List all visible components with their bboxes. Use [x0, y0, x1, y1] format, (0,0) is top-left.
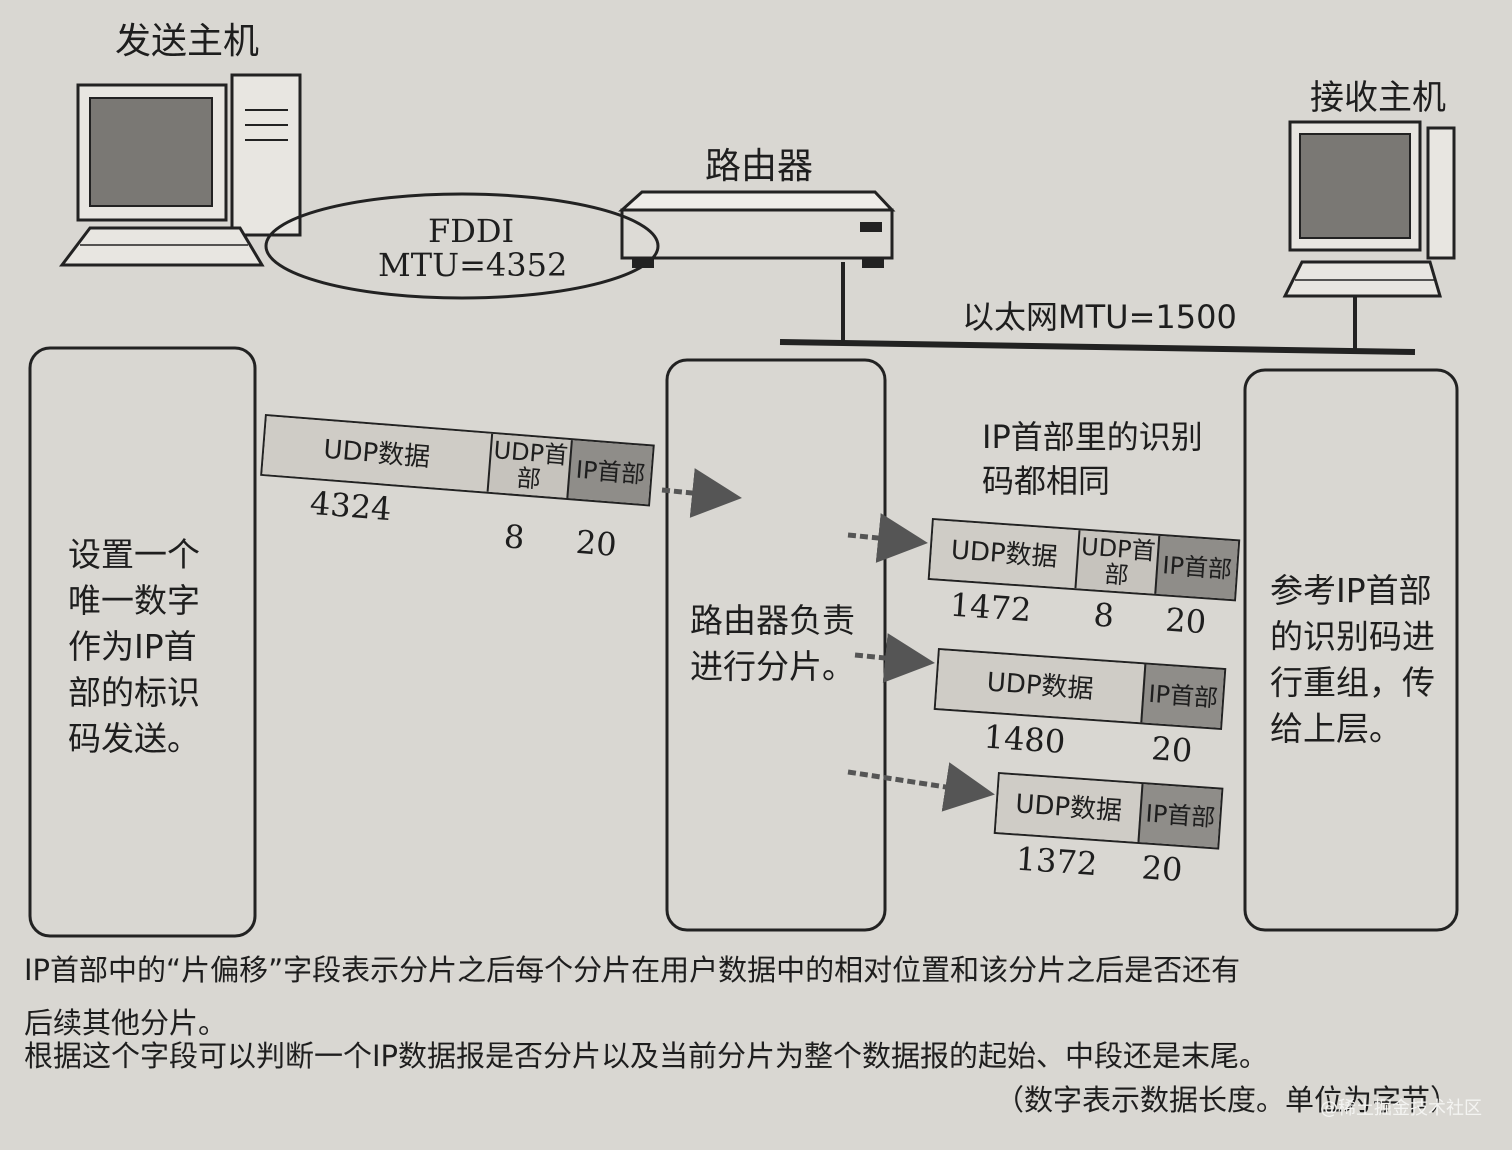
- receiver-computer-icon: [1282, 120, 1456, 298]
- packet-udp-header-field: UDP首部: [486, 433, 571, 498]
- fragment-3-data-field: UDP数据: [995, 774, 1142, 842]
- packet-udp-size: 8: [502, 517, 526, 557]
- caption-line-2: 后续其他分片。: [24, 1006, 228, 1040]
- ethernet-label: 以太网MTU=1500: [962, 298, 1237, 336]
- caption-line-3: 根据这个字段可以判断一个IP数据报是否分片以及当前分片为整个数据报的起始、中段还…: [24, 1039, 1269, 1073]
- packet-data-size: 4324: [308, 483, 393, 529]
- fragment-2-data-size: 1480: [982, 717, 1067, 762]
- sender-label: 发送主机: [115, 21, 260, 62]
- fragment-1: UDP数据 UDP首部 IP首部 1472 8 20: [925, 518, 1241, 642]
- fragment-1-data-size: 1472: [948, 585, 1033, 630]
- fragment-2-ip-header-field: IP首部: [1140, 664, 1225, 728]
- caption-note: （数字表示数据长度。单位为字节）: [995, 1083, 1460, 1117]
- packet-ip-size: 20: [574, 522, 619, 564]
- fragment-3-ip-header-field: IP首部: [1137, 784, 1222, 848]
- packet-ip-header-field: IP首部: [566, 440, 653, 505]
- arrow-to-router: [661, 468, 742, 518]
- ip-id-note: IP首部里的识别码都相同: [982, 418, 1203, 500]
- fddi-mtu-label: MTU=4352: [378, 246, 568, 284]
- router-label: 路由器: [705, 146, 814, 187]
- arrow-to-fragment-1: [847, 513, 928, 563]
- fddi-label: FDDI: [428, 212, 515, 250]
- receiver-label: 接收主机: [1310, 78, 1446, 118]
- fragment-1-udp-size: 8: [1092, 595, 1116, 635]
- router-device-icon: [618, 190, 896, 268]
- fragment-1-ip-header-field: IP首部: [1154, 535, 1239, 600]
- fragment-2: UDP数据 IP首部 1480 20: [931, 648, 1227, 770]
- fragment-1-data-field: UDP数据: [929, 520, 1079, 589]
- arrow-to-fragment-3: [847, 762, 995, 812]
- caption-line-1: IP首部中的“片偏移”字段表示分片之后每个分片在用户数据中的相对位置和该分片之后…: [24, 953, 1241, 987]
- router-box-text: 路由器负责进行分片。: [690, 601, 855, 686]
- receiver-box: [1243, 368, 1459, 932]
- fddi-ring: [264, 192, 660, 300]
- sender-box: [28, 346, 257, 938]
- fragment-1-udp-header-field: UDP首部: [1074, 530, 1159, 594]
- fragment-2-ip-size: 20: [1150, 729, 1194, 770]
- watermark: @稀土掘金技术社区: [1320, 1098, 1482, 1119]
- sender-box-text: 设置一个唯一数字作为IP首部的标识码发送。: [68, 535, 200, 758]
- ethernet-bus: [779, 262, 1416, 355]
- fragment-3: UDP数据 IP首部 1372 20: [991, 772, 1224, 890]
- fragment-1-ip-size: 20: [1164, 600, 1208, 642]
- sender-computer-icon: [58, 73, 302, 267]
- receiver-box-text: 参考IP首部的识别码进行重组，传给上层。: [1270, 571, 1435, 748]
- fragment-3-data-size: 1372: [1014, 839, 1099, 884]
- fragment-3-ip-size: 20: [1140, 848, 1184, 890]
